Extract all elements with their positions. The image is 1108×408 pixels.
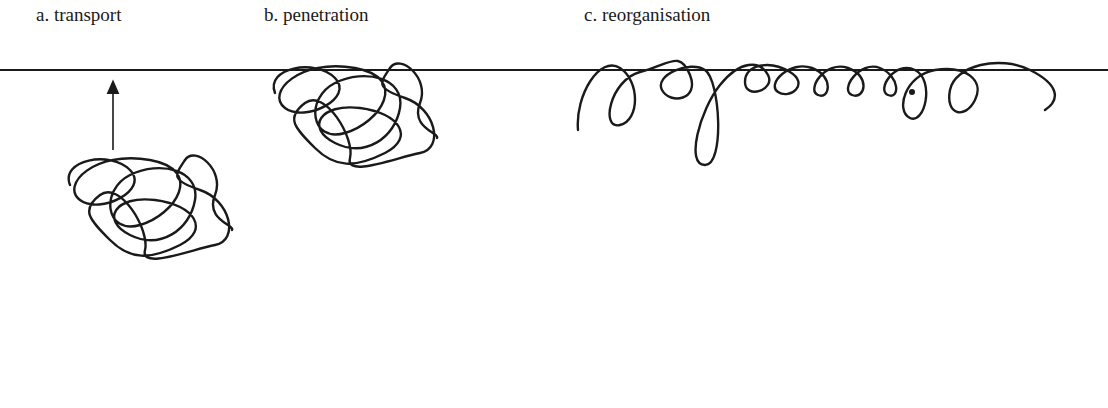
- adsorbed-polymer-chain: [578, 61, 1055, 165]
- stage-label: c. reorganisation: [582, 4, 712, 26]
- polymer-coil: [274, 63, 438, 166]
- stage-label: a. transport: [34, 4, 123, 26]
- transport-arrow: [112, 86, 114, 150]
- polymer-coil: [69, 155, 233, 258]
- stage-label: b. penetration: [262, 4, 370, 26]
- chain-dot: [909, 89, 915, 95]
